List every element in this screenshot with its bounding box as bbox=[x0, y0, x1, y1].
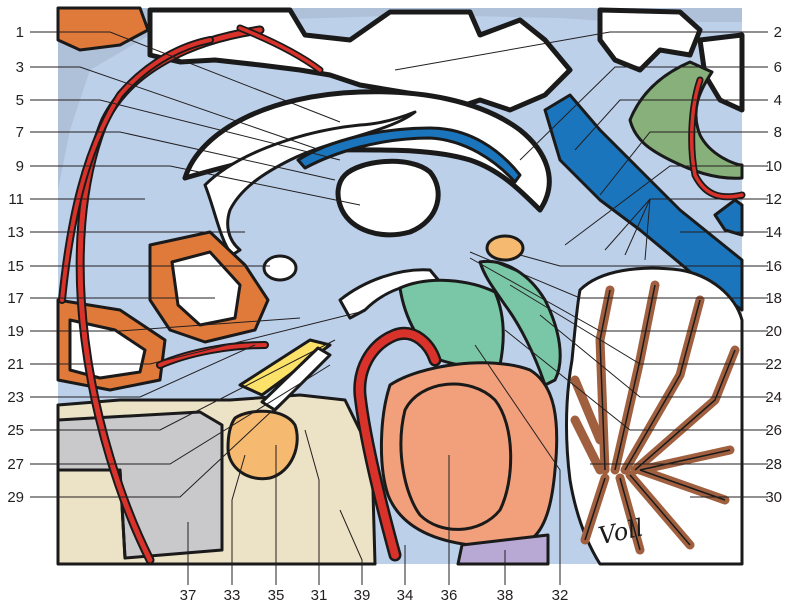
label-left-9: 9 bbox=[16, 158, 24, 175]
label-bottom-36: 36 bbox=[441, 587, 458, 604]
label-bottom-32: 32 bbox=[552, 587, 569, 604]
label-right-12: 12 bbox=[765, 191, 782, 208]
label-left-17: 17 bbox=[7, 290, 24, 307]
labels-right: 2 6 4 8 10 12 14 16 18 20 22 24 26 28 30 bbox=[765, 24, 782, 506]
label-left-21: 21 bbox=[7, 356, 24, 373]
label-left-13: 13 bbox=[7, 224, 24, 241]
label-left-15: 15 bbox=[7, 258, 24, 275]
label-bottom-38: 38 bbox=[497, 587, 514, 604]
label-right-30: 30 bbox=[765, 489, 782, 506]
label-right-6: 6 bbox=[774, 59, 782, 76]
label-right-4: 4 bbox=[774, 92, 782, 109]
label-right-22: 22 bbox=[765, 356, 782, 373]
labels-bottom: 37 33 35 31 39 34 36 38 32 bbox=[180, 587, 569, 604]
label-left-25: 25 bbox=[7, 422, 24, 439]
pons-inner-ellipse bbox=[401, 384, 511, 529]
labels-left: 1 3 5 7 9 11 13 15 17 19 21 23 25 27 29 bbox=[7, 24, 24, 506]
label-right-18: 18 bbox=[765, 290, 782, 307]
cerebellum-arbor-vitae bbox=[566, 268, 742, 564]
label-bottom-34: 34 bbox=[397, 587, 414, 604]
label-right-28: 28 bbox=[765, 456, 782, 473]
label-left-29: 29 bbox=[7, 489, 24, 506]
label-right-26: 26 bbox=[765, 422, 782, 439]
label-bottom-37: 37 bbox=[180, 587, 197, 604]
label-left-27: 27 bbox=[7, 456, 24, 473]
label-right-24: 24 bbox=[765, 389, 782, 406]
thalamus-interthalamic bbox=[338, 161, 438, 234]
label-right-16: 16 bbox=[765, 258, 782, 275]
label-bottom-39: 39 bbox=[354, 587, 371, 604]
label-right-10: 10 bbox=[765, 158, 782, 175]
label-left-7: 7 bbox=[16, 124, 24, 141]
pineal-body bbox=[487, 236, 523, 260]
label-right-8: 8 bbox=[774, 124, 782, 141]
label-left-3: 3 bbox=[16, 59, 24, 76]
label-left-19: 19 bbox=[7, 323, 24, 340]
anterior-commissure bbox=[264, 256, 296, 280]
illustration: Voll bbox=[58, 8, 742, 564]
label-bottom-33: 33 bbox=[224, 587, 241, 604]
label-right-20: 20 bbox=[765, 323, 782, 340]
label-left-1: 1 bbox=[16, 24, 24, 41]
label-left-5: 5 bbox=[16, 92, 24, 109]
label-bottom-31: 31 bbox=[311, 587, 328, 604]
label-right-2: 2 bbox=[774, 24, 782, 41]
label-left-11: 11 bbox=[8, 191, 24, 208]
label-bottom-35: 35 bbox=[268, 587, 285, 604]
label-right-14: 14 bbox=[765, 224, 782, 241]
label-left-23: 23 bbox=[7, 389, 24, 406]
